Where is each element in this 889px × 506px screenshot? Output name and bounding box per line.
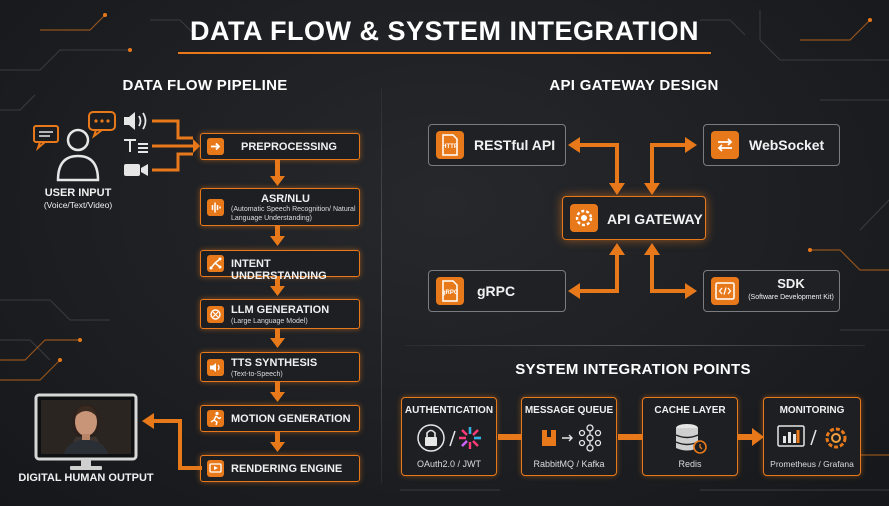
section-title-integration: SYSTEM INTEGRATION POINTS bbox=[515, 361, 751, 378]
pipeline-step-rendering[interactable]: RENDERING ENGINE bbox=[200, 455, 360, 482]
lock-icon bbox=[417, 424, 481, 452]
video-camera-icon bbox=[124, 164, 148, 176]
gateway-label: API GATEWAY bbox=[607, 211, 703, 227]
user-input-label: USER INPUT bbox=[44, 187, 112, 199]
svg-text:HTTP: HTTP bbox=[442, 144, 458, 150]
gateway-label: WebSocket bbox=[749, 137, 825, 153]
integration-bottom: Redis bbox=[678, 459, 702, 469]
gateway-connectors bbox=[568, 137, 697, 299]
gateway-label: RESTful API bbox=[474, 137, 556, 153]
person-icon bbox=[56, 128, 100, 182]
gateway-sdk[interactable]: SDK (Software Development Kit) bbox=[703, 270, 840, 312]
gateway-sub: (Software Development Kit) bbox=[748, 294, 834, 301]
render-icon bbox=[207, 460, 224, 477]
pipeline-step-motion[interactable]: MOTION GENERATION bbox=[200, 405, 360, 432]
code-window-icon bbox=[711, 277, 739, 305]
branch-icon bbox=[207, 255, 224, 272]
pipeline-step-label: PREPROCESSING bbox=[241, 141, 337, 153]
pipeline-step-label: MOTION GENERATION bbox=[231, 413, 351, 425]
integration-bottom: OAuth2.0 / JWT bbox=[416, 459, 482, 469]
chat-bubbles-icon bbox=[33, 111, 116, 152]
section-title-gateway: API GATEWAY DESIGN bbox=[549, 77, 719, 94]
section-title-pipeline: DATA FLOW PIPELINE bbox=[122, 77, 288, 94]
avatar-face bbox=[64, 405, 108, 454]
grafana-icon bbox=[825, 427, 847, 449]
pipeline-step-label: TTS SYNTHESIS bbox=[231, 357, 318, 369]
monitoring-icon bbox=[777, 425, 847, 449]
pipeline-step-label: RENDERING ENGINE bbox=[231, 463, 343, 475]
gateway-label: gRPC bbox=[477, 283, 516, 299]
integration-message-queue[interactable]: MESSAGE QUEUE RabbitMQ / Kafka bbox=[521, 397, 617, 476]
integration-title: MONITORING bbox=[779, 405, 845, 416]
integration-title: MESSAGE QUEUE bbox=[524, 405, 614, 416]
jwt-star-icon bbox=[459, 427, 481, 449]
pipeline-step-preprocessing[interactable]: PREPROCESSING bbox=[200, 133, 360, 160]
pipeline-step-label: ASR/NLU bbox=[261, 193, 310, 205]
integration-authentication[interactable]: AUTHENTICATION OAuth2.0 / JWT bbox=[401, 397, 497, 476]
ai-knot-icon bbox=[207, 306, 224, 323]
pipeline-step-tts[interactable]: TTS SYNTHESIS (Text-to-Speech) bbox=[200, 352, 360, 382]
speaker-icon bbox=[124, 112, 147, 130]
pipeline-step-asr-nlu[interactable]: ASR/NLU (Automatic Speech Recognition/ N… bbox=[200, 188, 360, 226]
pipeline-step-label: INTENT UNDERSTANDING bbox=[231, 258, 327, 282]
svg-text:gRPC: gRPC bbox=[442, 290, 459, 296]
integration-bottom: RabbitMQ / Kafka bbox=[533, 459, 605, 469]
pipeline-step-llm[interactable]: LLM GENERATION (Large Language Model) bbox=[200, 299, 360, 329]
integration-title: AUTHENTICATION bbox=[404, 405, 494, 416]
queue-icon bbox=[542, 424, 602, 452]
digital-human-output-label: DIGITAL HUMAN OUTPUT bbox=[18, 472, 154, 484]
pipeline-step-sub: (Automatic Speech Recognition/ Natural L… bbox=[231, 206, 356, 222]
horizontal-divider bbox=[405, 345, 865, 346]
waveform-icon bbox=[207, 199, 224, 216]
gateway-websocket[interactable]: WebSocket bbox=[703, 124, 840, 166]
text-icon bbox=[124, 139, 148, 153]
digital-human-monitor bbox=[34, 393, 138, 470]
http-file-icon: HTTP bbox=[436, 131, 464, 159]
integration-monitoring[interactable]: MONITORING Prometheus / Grafana bbox=[763, 397, 861, 476]
title-underline bbox=[178, 52, 711, 54]
user-input-icons bbox=[33, 111, 200, 182]
integration-cache-layer[interactable]: CACHE LAYER Redis bbox=[642, 397, 738, 476]
grpc-file-icon: gRPC bbox=[436, 277, 464, 305]
pipeline-step-sub: (Text-to-Speech) bbox=[231, 371, 283, 378]
database-icon bbox=[675, 424, 707, 454]
arrow-right-icon bbox=[207, 138, 224, 155]
pipeline-step-label: LLM GENERATION bbox=[231, 304, 330, 316]
output-return-arrow bbox=[142, 413, 202, 470]
user-input-sub: (Voice/Text/Video) bbox=[43, 200, 113, 210]
gateway-grpc[interactable]: gRPC gRPC bbox=[428, 270, 566, 312]
page-title: DATA FLOW & SYSTEM INTEGRATION bbox=[190, 16, 699, 46]
speaker-icon bbox=[207, 359, 224, 376]
input-merge-arrows bbox=[152, 119, 193, 172]
vertical-divider bbox=[381, 88, 382, 483]
running-figure-icon bbox=[207, 410, 224, 427]
swap-arrows-icon bbox=[711, 131, 739, 159]
pipeline-step-intent[interactable]: INTENT UNDERSTANDING bbox=[200, 250, 360, 282]
pipeline-step-sub: (Large Language Model) bbox=[231, 318, 308, 325]
integration-title: CACHE LAYER bbox=[654, 405, 726, 416]
integration-bottom: Prometheus / Grafana bbox=[770, 459, 854, 469]
gateway-restful-api[interactable]: HTTP RESTful API bbox=[428, 124, 566, 166]
gateway-label: SDK bbox=[777, 276, 805, 291]
pipeline-connectors bbox=[270, 160, 285, 452]
gear-icon bbox=[570, 204, 598, 232]
gateway-api-gateway[interactable]: API GATEWAY bbox=[562, 196, 706, 240]
